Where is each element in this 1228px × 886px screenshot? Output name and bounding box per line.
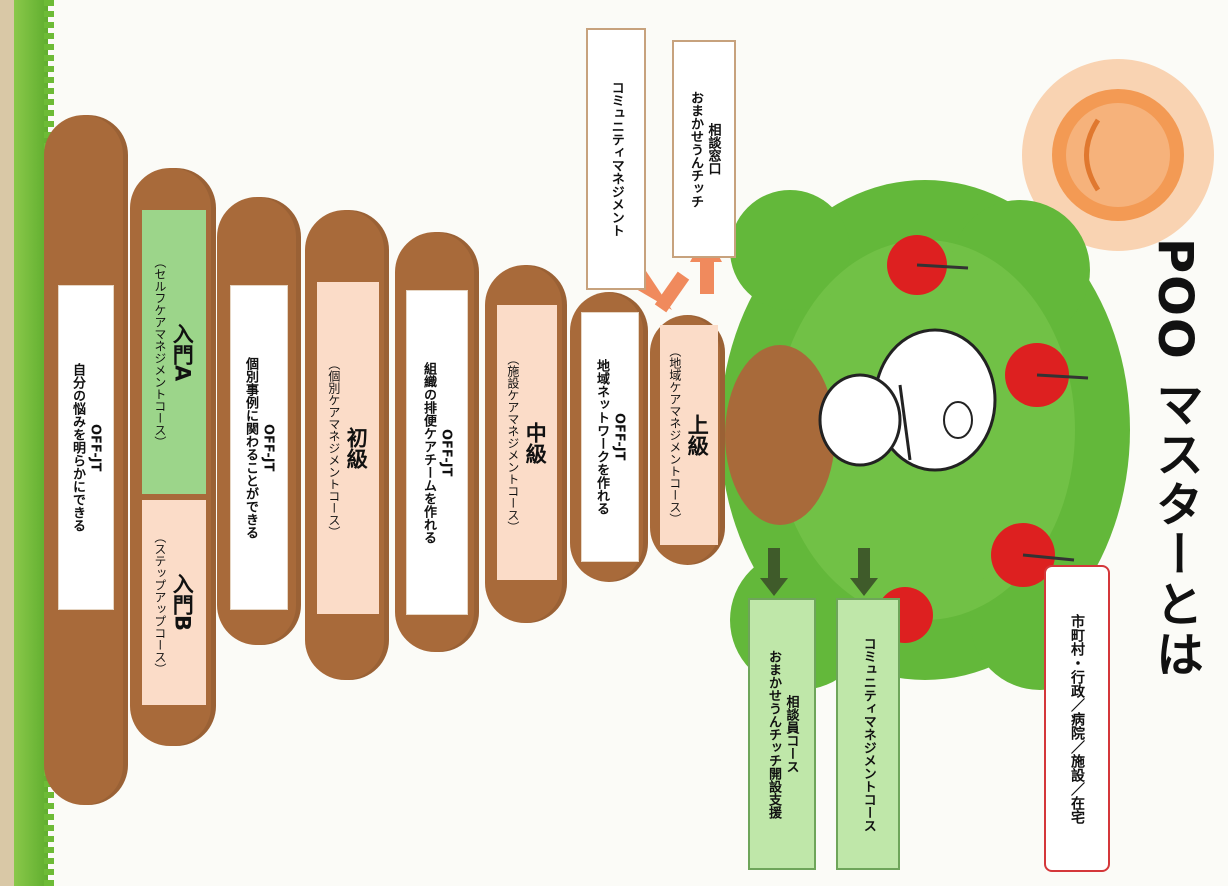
middle-course: （施設ケアマネジメントコース） bbox=[505, 352, 520, 533]
offjt-label: OFF-JT bbox=[611, 413, 627, 461]
offjt-text: 個別事例に関わることができる bbox=[243, 356, 258, 539]
community-course-box: コミュニティマネジメントコース bbox=[836, 598, 900, 870]
counselor-course-text: おまかせうんチッチ開設支援 bbox=[766, 649, 781, 819]
intro-b-course: （ステップアップコース） bbox=[152, 530, 167, 675]
consult-window-text: おまかせうんチッチ bbox=[688, 90, 703, 208]
consult-window-title: 相談窓口 bbox=[705, 123, 721, 175]
intro-a-title: 入門A bbox=[170, 322, 195, 382]
beginner-box: 初級 （個別ケアマネジメントコース） bbox=[317, 282, 379, 614]
middle-offjt-box: OFF-JT 組織の排便ケアチームを作れる bbox=[406, 290, 468, 615]
beginner-course: （個別ケアマネジメントコース） bbox=[326, 358, 341, 538]
middle-box: 中級 （施設ケアマネジメントコース） bbox=[497, 305, 557, 580]
beginner-title: 初級 bbox=[344, 427, 369, 469]
offjt-label: OFF-JT bbox=[260, 423, 276, 472]
down-arrow-icon bbox=[760, 548, 878, 596]
community-management-text: コミュニティマネジメント bbox=[608, 81, 624, 237]
advanced-box: 上級 （地域ケアマネジメントコース） bbox=[660, 325, 718, 545]
consult-window-box: 相談窓口 おまかせうんチッチ bbox=[672, 40, 736, 258]
target-subjects-text: 市町村・行政／病院／施設／在宅 bbox=[1069, 613, 1085, 824]
offjt-text: 自分の悩みを明らかにできる bbox=[70, 363, 85, 532]
page-title: POO マスターとは bbox=[1147, 238, 1203, 680]
offjt-text: 地域ネットワークを作れる bbox=[594, 359, 609, 515]
beginner-offjt-box: OFF-JT 個別事例に関わることができる bbox=[230, 285, 288, 610]
counselor-course-title: 相談員コース bbox=[783, 695, 799, 773]
community-management-box: コミュニティマネジメント bbox=[586, 28, 646, 290]
counselor-course-box: 相談員コース おまかせうんチッチ開設支援 bbox=[748, 598, 816, 870]
intro-b-title: 入門B bbox=[170, 573, 195, 632]
intro-a-course: （セルフケアマネジメントコース） bbox=[152, 256, 167, 448]
offjt-label: OFF-JT bbox=[87, 423, 103, 472]
community-course-text: コミュニティマネジメントコース bbox=[860, 636, 876, 832]
middle-title: 中級 bbox=[523, 421, 548, 464]
offjt-label: OFF-JT bbox=[438, 428, 454, 477]
target-subjects-box: 市町村・行政／病院／施設／在宅 bbox=[1044, 565, 1110, 872]
intro-b-box: 入門B （ステップアップコース） bbox=[142, 500, 206, 705]
sun-icon bbox=[1022, 59, 1214, 251]
advanced-offjt-box: OFF-JT 地域ネットワークを作れる bbox=[581, 312, 639, 562]
advanced-course: （地域ケアマネジメントコース） bbox=[667, 345, 682, 525]
advanced-title: 上級 bbox=[685, 414, 710, 456]
base-offjt-box: OFF-JT 自分の悩みを明らかにできる bbox=[58, 285, 114, 610]
offjt-text: 組織の排便ケアチームを作れる bbox=[421, 361, 436, 544]
pig-character-icon bbox=[725, 328, 997, 525]
intro-a-box: 入門A （セルフケアマネジメントコース） bbox=[142, 210, 206, 494]
